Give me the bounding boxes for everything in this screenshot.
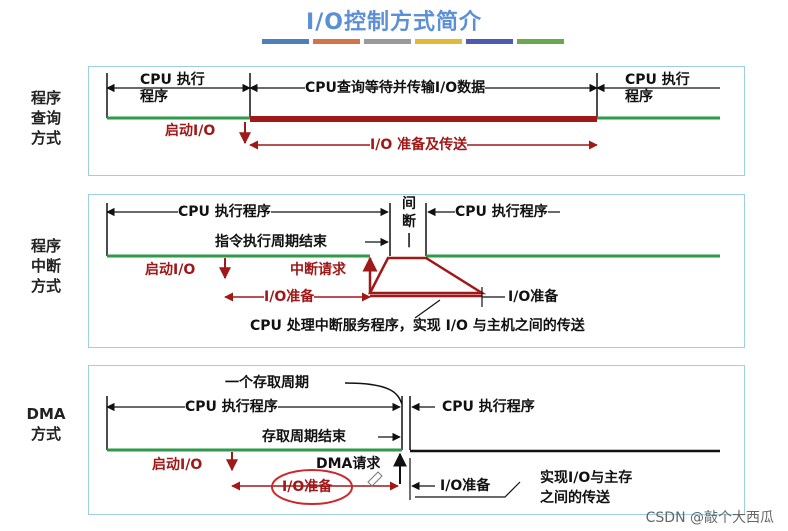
pi-instr-cycle-end-label: 指令执行周期结束 [215,234,327,251]
color-bar-segment [466,39,513,44]
side-label-program-query: 程序 查询 方式 [30,89,61,147]
dma-request-label: DMA请求 [316,456,381,472]
pq-cpu-exec-right-label: CPU 执行 程序 [625,72,690,105]
dma-io-prepare-left-label: I/O准备 [282,479,333,495]
pi-io-prepare-left-label: I/O准备 [264,289,315,306]
pi-cpu-exec-right-label: CPU 执行程序 [455,204,548,221]
dma-start-io-label: 启动I/O [152,457,203,473]
pi-io-prepare-right-label: I/O准备 [508,289,559,305]
pq-start-io-label: 启动I/O [165,123,216,139]
dma-cpu-exec-left-label: CPU 执行程序 [185,399,278,416]
pq-cpu-exec-left-label: CPU 执行 程序 [140,72,205,105]
side-label-dma: DMA 方式 [26,405,66,443]
pq-io-prepare-transfer-label: I/O 准备及传送 [370,137,468,154]
color-bar-segment [262,39,309,44]
pi-interrupt-label: 间 断 | [402,196,416,248]
dma-io-prepare-right-label: I/O准备 [440,478,491,494]
dma-cpu-exec-right-label: CPU 执行程序 [442,399,535,416]
dma-one-access-cycle-label: 一个存取周期 [225,375,309,391]
pq-cpu-wait-label: CPU查询等待并传输I/O数据 [305,80,486,97]
page-title: I/O控制方式简介 [306,10,482,35]
color-bar-segment [517,39,564,44]
dma-access-cycle-end-label: 存取周期结束 [262,429,346,446]
color-bar-segment [364,39,411,44]
program-query-timeline [106,73,720,150]
pi-cpu-service-label: CPU 处理中断服务程序，实现 I/O 与主机之间的传送 [250,318,585,334]
side-label-program-interrupt: 程序 中断 方式 [30,237,61,295]
color-bar-segment [415,39,462,44]
pi-interrupt-request-label: 中断请求 [290,262,346,278]
dma-timeline [106,382,720,505]
color-bar-segment [313,39,360,44]
pi-cpu-exec-left-label: CPU 执行程序 [178,204,271,221]
title-color-bar [262,39,564,45]
dma-transfer-note-label: 实现I/O与主存 之间的传送 [540,470,633,506]
watermark-credit: CSDN @敲个大西瓜 [645,510,774,526]
pi-start-io-label: 启动I/O [145,262,196,278]
